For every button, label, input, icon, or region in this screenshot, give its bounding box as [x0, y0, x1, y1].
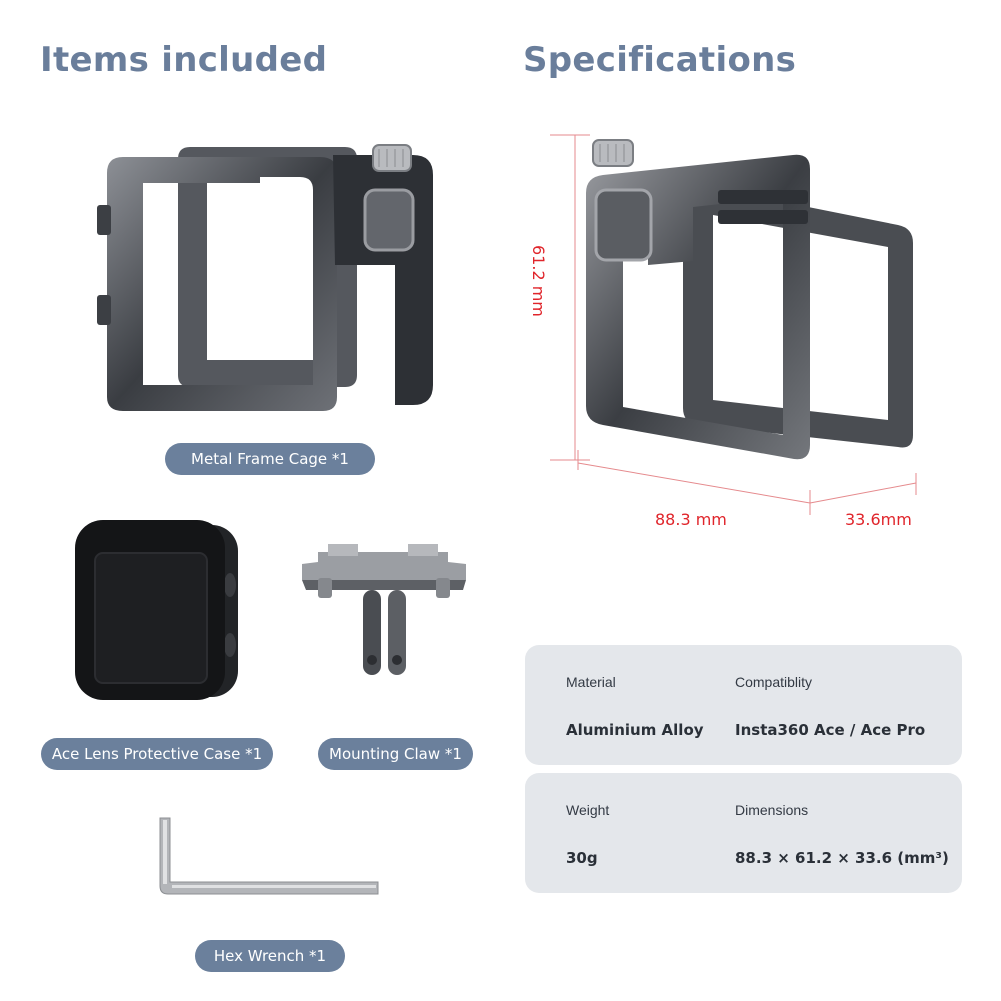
metal-frame-cage-label: Metal Frame Cage *1: [165, 443, 375, 475]
mounting-claw-label: Mounting Claw *1: [318, 738, 473, 770]
mounting-claw-image: [302, 544, 466, 675]
hex-wrench-label: Hex Wrench *1: [195, 940, 345, 972]
items-included-heading: Items included: [40, 40, 328, 80]
dimensions-value: 88.3 × 61.2 × 33.6 (mm³): [735, 849, 949, 867]
hex-wrench-image: [159, 817, 379, 895]
spec-card-material: Material Compatiblity Aluminium Alloy In…: [525, 645, 962, 765]
lens-protective-case-image: [75, 520, 238, 700]
material-label: Material: [566, 674, 616, 690]
spec-card-weight: Weight Dimensions 30g 88.3 × 61.2 × 33.6…: [525, 773, 962, 893]
weight-label: Weight: [566, 802, 610, 818]
length-dimension: 88.3 mm: [655, 510, 727, 529]
metal-frame-cage-image: [97, 144, 433, 411]
height-dimension: 61.2 mm: [529, 245, 548, 317]
weight-value: 30g: [566, 849, 598, 867]
lens-protective-case-label: Ace Lens Protective Case *1: [41, 738, 273, 770]
cage-dimensions-image: [586, 139, 913, 460]
specifications-heading: Specifications: [523, 40, 797, 80]
depth-dimension: 33.6mm: [845, 510, 912, 529]
material-value: Aluminium Alloy: [566, 721, 704, 739]
compatibility-value: Insta360 Ace / Ace Pro: [735, 721, 926, 739]
dimensions-label: Dimensions: [735, 802, 809, 818]
compatibility-label: Compatiblity: [735, 674, 813, 690]
dimension-lines: [550, 134, 917, 515]
